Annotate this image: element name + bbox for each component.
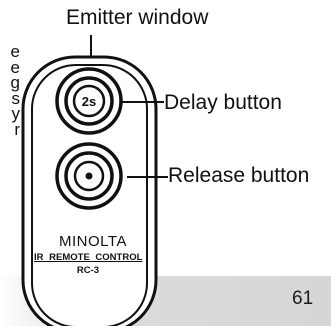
release-button-callout: Release button: [168, 164, 310, 187]
minolta-logo: MINOLTA: [59, 233, 127, 250]
delay-button-callout: Delay button: [164, 91, 282, 114]
remote-body-inner-outline: [31, 64, 148, 326]
release-button-icon: [55, 142, 123, 210]
emitter-leader-line: [90, 35, 92, 56]
release-leader-line: [127, 176, 168, 178]
left-text-line: r: [14, 119, 20, 137]
left-text-line: g: [10, 73, 20, 92]
remote-model-title: IR REMOTE CONTROL: [34, 252, 143, 263]
left-text-fragments: e e g s y r: [0, 44, 20, 137]
emitter-window-label: Emitter window: [66, 6, 209, 29]
left-text-line: e: [10, 57, 20, 77]
delay-leader-line: [121, 101, 164, 103]
page-number: 61: [292, 288, 314, 309]
delay-button-label: 2s: [82, 94, 96, 109]
left-text-line: e: [10, 44, 20, 61]
left-text-line: y: [11, 104, 21, 123]
left-text-line: s: [11, 88, 21, 108]
remote-model-number: RC-3: [76, 265, 100, 276]
